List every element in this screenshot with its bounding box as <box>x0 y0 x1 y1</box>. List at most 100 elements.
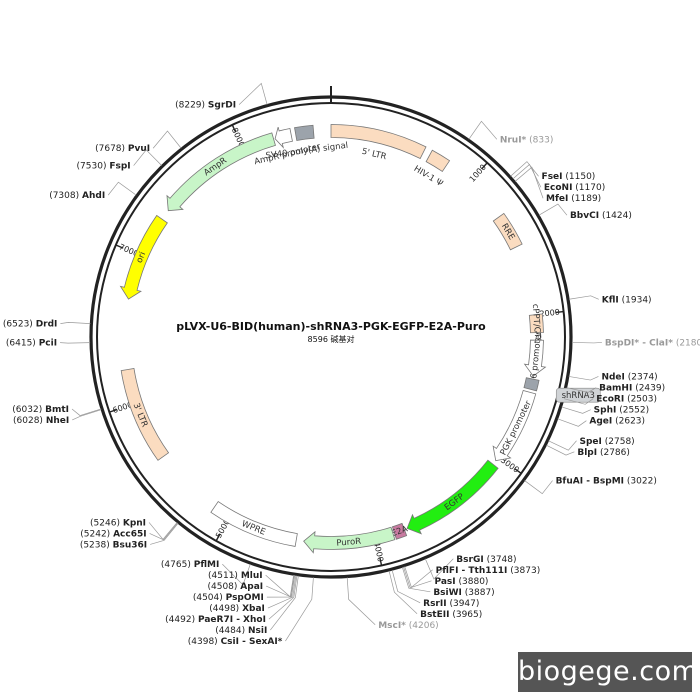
feature-shrna-label: shRNA3 <box>562 391 595 401</box>
feature-ampr: AmpR <box>166 132 276 212</box>
site-position: (7308) <box>49 191 79 201</box>
site-position: (4492) <box>165 615 195 625</box>
restriction-site: (6028) NheI <box>13 409 102 426</box>
site-name: MfeI <box>546 194 568 204</box>
restriction-site: BsiWI (3887) <box>401 567 495 598</box>
site-position: (3022) <box>627 477 657 487</box>
site-leader <box>238 82 268 105</box>
site-leader <box>546 444 575 456</box>
site-label: MscI* (4206) <box>378 621 439 631</box>
site-name: PflFI - Tth111I <box>436 566 508 576</box>
feature-shrna: shRNA3 <box>523 377 601 403</box>
site-label: (8229) SgrDI <box>175 101 236 111</box>
restriction-site: SphI (2552) <box>561 406 650 416</box>
restriction-site: (4765) PflMI <box>161 560 251 586</box>
site-leader <box>557 418 587 427</box>
site-label: SpeI (2758) <box>580 437 635 447</box>
site-label: (4765) PflMI <box>161 560 219 570</box>
site-leader <box>568 376 599 381</box>
site-name: BfuAI - BspMI <box>556 477 624 487</box>
site-name: CsiI - SexAI* <box>221 637 283 647</box>
feature-amprp-shape <box>274 126 293 149</box>
restriction-site: BfuAI - BspMI (3022) <box>524 477 657 495</box>
feature-wpre-shape <box>210 501 298 547</box>
restriction-site: (7308) AhdI <box>49 181 137 201</box>
feature-ltr5-shape <box>330 124 427 160</box>
site-position: (2758) <box>605 437 635 447</box>
site-label: SphI (2552) <box>594 406 650 416</box>
site-label: BlpI (2786) <box>577 448 630 458</box>
site-position: (4398) <box>188 637 218 647</box>
site-name: KflI <box>602 295 619 305</box>
site-position: (2374) <box>628 372 658 382</box>
site-position: (7678) <box>95 144 125 154</box>
site-leader <box>268 575 298 620</box>
site-name: ApaI <box>240 582 263 592</box>
site-position: (833) <box>529 135 553 145</box>
site-name: RsrII <box>423 599 446 609</box>
site-leader <box>401 567 431 593</box>
site-label: KflI (1934) <box>602 295 652 305</box>
site-position: (4511) <box>208 571 238 581</box>
tick-label: 2000 <box>539 308 560 319</box>
restriction-site: BspDI* - ClaI* (2180) <box>571 338 700 348</box>
tick-label: 4000 <box>372 541 385 563</box>
site-leader <box>133 149 162 166</box>
site-label: (4511) MluI <box>208 571 263 581</box>
site-leader <box>563 398 594 405</box>
site-name: AhdI <box>82 191 105 201</box>
site-position: (2623) <box>615 417 645 427</box>
site-leader <box>72 409 102 421</box>
site-position: (5238) <box>80 540 110 550</box>
restriction-site: (5242) Acc65I <box>80 522 178 541</box>
site-position: (4508) <box>207 582 237 592</box>
site-name: NsiI <box>248 626 267 636</box>
site-position: (3965) <box>452 610 482 620</box>
site-position: (8229) <box>175 101 205 111</box>
site-name: BamHI <box>599 384 632 394</box>
feature-shrna-shape <box>523 377 540 392</box>
restriction-site: (6032) BmtI <box>12 405 102 416</box>
site-name: PciI <box>39 339 57 349</box>
site-leader <box>222 563 251 586</box>
site-label: (5246) KpnI <box>90 518 146 528</box>
feature-rre-shape <box>492 212 523 251</box>
restriction-site: MscI* (4206) <box>346 577 439 631</box>
site-leader <box>388 570 418 615</box>
site-name: KpnI <box>123 518 146 528</box>
site-name: MluI <box>241 571 263 581</box>
site-leader <box>346 577 376 626</box>
watermark: biogege.com <box>518 652 698 692</box>
site-leader <box>538 203 568 216</box>
site-position: (2503) <box>627 395 657 405</box>
feature-ampr-shape <box>166 132 276 212</box>
site-name: PasI <box>434 577 455 587</box>
feature-u6-shape <box>523 339 547 377</box>
site-leader <box>468 120 498 140</box>
site-leader <box>267 575 297 609</box>
restriction-site: NruI* (833) <box>468 120 553 145</box>
site-label: FseI (1150) <box>542 172 596 182</box>
site-label: BspDI* - ClaI* (2180) <box>605 338 700 348</box>
site-label: (4504) PspOMI <box>193 593 264 603</box>
site-leader <box>568 295 599 300</box>
feature-rre: RRE <box>492 212 523 251</box>
restriction-site: (4492) PaeR7I - XhoI <box>165 575 298 625</box>
site-name: MscI* <box>378 621 406 631</box>
restriction-site: (7678) PvuI <box>95 130 182 154</box>
site-position: (5246) <box>90 518 120 528</box>
restriction-site: RsrII (3947) <box>391 570 479 609</box>
plasmid-name: pLVX-U6-BID(human)-shRNA3-PGK-EGFP-E2A-P… <box>176 320 486 333</box>
feature-sv40-shape <box>294 124 315 141</box>
restriction-site: BlpI (2786) <box>546 444 630 458</box>
site-name: NdeI <box>601 372 624 382</box>
site-position: (6032) <box>12 405 42 415</box>
site-label: (5242) Acc65I <box>80 529 146 539</box>
site-label: EcoRI (2503) <box>596 395 657 405</box>
site-label: EcoNI (1170) <box>544 183 605 193</box>
tick-mark <box>231 124 237 133</box>
site-label: (7678) PvuI <box>95 144 150 154</box>
restriction-site: BsrGI (3748) <box>424 555 517 580</box>
